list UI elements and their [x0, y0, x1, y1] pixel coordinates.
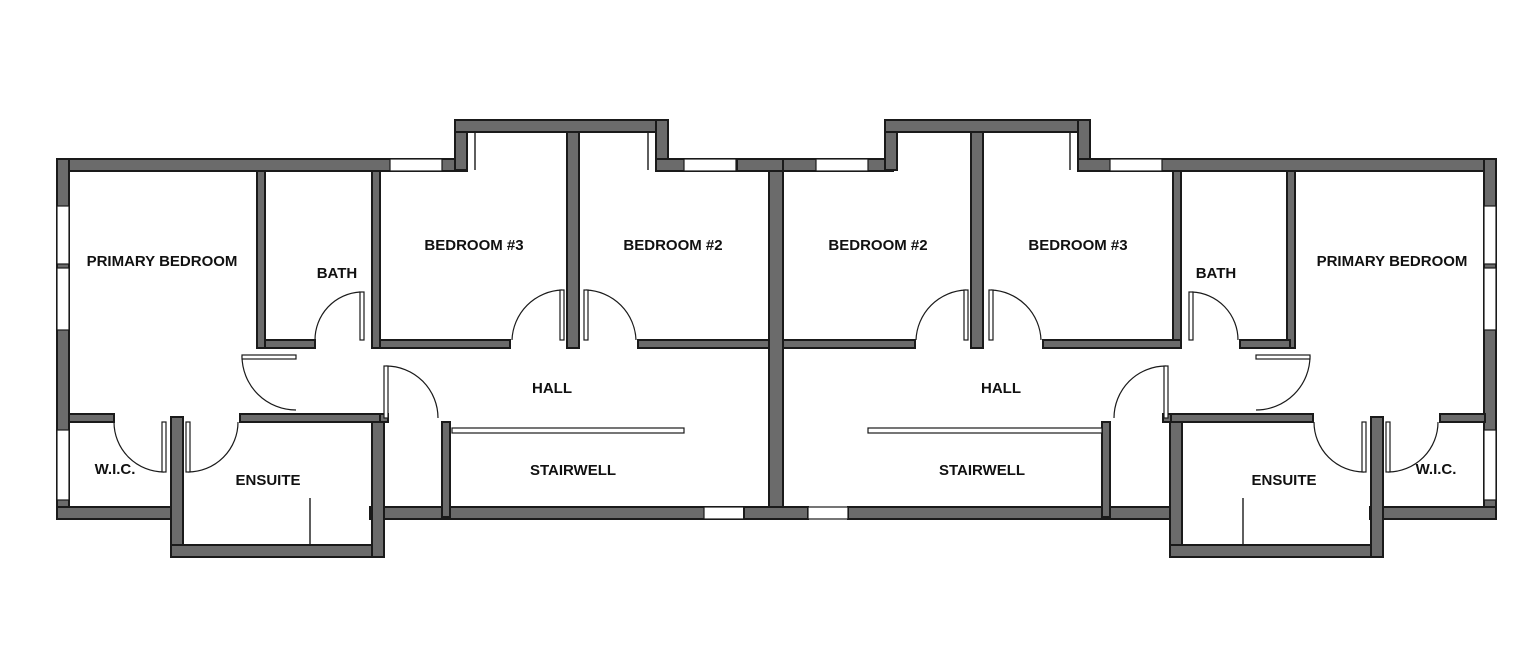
left-bath-window	[389, 158, 443, 172]
left-ensuite-door-swing	[187, 421, 239, 473]
right-wic-door-swing	[1387, 421, 1439, 473]
left-bedroom-3-label: BEDROOM #3	[424, 237, 523, 254]
right-bath-door-swing	[1191, 291, 1239, 341]
left-primary-door-leaf	[241, 354, 297, 360]
right-bed3-door-leaf	[988, 289, 994, 341]
right-primary-south-wall-a	[1167, 413, 1314, 423]
right-stair-rail	[867, 427, 1103, 434]
right-south-wall-a	[847, 506, 1183, 520]
right-primary-door-swing	[1255, 355, 1311, 411]
left-bedrooms-south-wall-a	[379, 339, 511, 349]
right-bath-south-wall	[1239, 339, 1291, 349]
left-bath-door-leaf	[359, 291, 365, 341]
right-stair-east-wall	[1101, 421, 1111, 518]
right-bedrooms-south-wall-a	[782, 339, 916, 349]
right-south-wall-b	[1369, 506, 1497, 520]
right-bed2-door-swing	[915, 289, 967, 341]
left-bath-west-wall	[256, 170, 266, 349]
right-east-window-lower	[1483, 267, 1497, 331]
left-wic-label: W.I.C.	[95, 461, 136, 478]
right-bedroom-2-label: BEDROOM #2	[828, 237, 927, 254]
right-bedroom-3-label: BEDROOM #3	[1028, 237, 1127, 254]
left-bedroom-2-label: BEDROOM #2	[623, 237, 722, 254]
left-ensuite-south-wall	[170, 544, 385, 558]
left-closet-door-leaf	[383, 365, 389, 419]
left-primary-south-wall-b	[239, 413, 386, 423]
left-ensuite-label: ENSUITE	[235, 472, 300, 489]
center-south-wall	[743, 506, 809, 520]
right-wic-label: W.I.C.	[1416, 461, 1457, 478]
left-unit	[56, 119, 782, 558]
right-wic-window	[1483, 429, 1497, 501]
left-bed3-door-swing	[511, 289, 563, 341]
right-closet-door-swing	[1113, 365, 1167, 419]
right-north-window-a	[815, 158, 869, 172]
left-bumpout-top-wall	[454, 119, 669, 133]
right-ensuite-west-wall	[1169, 416, 1183, 558]
right-stair-window	[807, 506, 849, 520]
right-wic-door-leaf	[1385, 421, 1391, 473]
left-primary-bedroom-label: PRIMARY BEDROOM	[87, 253, 238, 270]
right-bedrooms-south-wall-b	[1042, 339, 1182, 349]
right-stairwell-label: STAIRWELL	[939, 462, 1025, 479]
left-ensuite-east-wall	[371, 416, 385, 558]
left-ensuite-door-leaf	[185, 421, 191, 473]
left-bedrooms-south-wall-b	[637, 339, 774, 349]
right-ensuite-label: ENSUITE	[1251, 472, 1316, 489]
left-closet-door-swing	[385, 365, 439, 419]
party-wall	[768, 158, 784, 520]
right-ensuite-door-swing	[1313, 421, 1365, 473]
left-west-window-lower	[56, 267, 70, 331]
left-wic-door-swing	[113, 421, 165, 473]
right-primary-door-leaf	[1255, 354, 1311, 360]
left-stair-rail	[451, 427, 685, 434]
left-wic-door-leaf	[161, 421, 167, 473]
right-hall-label: HALL	[981, 380, 1021, 397]
left-stair-window	[703, 506, 745, 520]
left-bath-east-wall	[371, 170, 381, 349]
left-primary-south-wall-a	[68, 413, 115, 423]
right-ensuite-east-wall	[1370, 416, 1384, 558]
right-unit	[782, 119, 1497, 558]
left-bath-label: BATH	[317, 265, 358, 282]
right-ensuite-south-wall	[1169, 544, 1384, 558]
right-bedroom-divider	[970, 131, 984, 349]
right-bath-label: BATH	[1196, 265, 1237, 282]
right-bath-east-wall	[1286, 170, 1296, 349]
left-hall-label: HALL	[532, 380, 572, 397]
right-east-window-upper	[1483, 205, 1497, 265]
left-bed2-door-swing	[585, 289, 637, 341]
left-ensuite-west-wall	[170, 416, 184, 558]
left-bedroom-divider	[566, 131, 580, 349]
right-bath-door-leaf	[1188, 291, 1194, 341]
right-bumpout-top-wall	[884, 119, 1091, 133]
left-wic-window	[56, 429, 70, 501]
right-north-window-b	[1109, 158, 1163, 172]
left-bed2-window	[683, 158, 737, 172]
right-ensuite-door-leaf	[1361, 421, 1367, 473]
right-bed2-door-leaf	[963, 289, 969, 341]
right-bed3-door-swing	[990, 289, 1042, 341]
right-primary-south-wall-b	[1439, 413, 1486, 423]
right-closet-door-leaf	[1163, 365, 1169, 419]
left-stair-west-wall	[441, 421, 451, 518]
left-bath-door-swing	[314, 291, 361, 341]
right-primary-bedroom-label: PRIMARY BEDROOM	[1317, 253, 1468, 270]
right-bath-west-wall	[1172, 170, 1182, 349]
left-bed3-door-leaf	[559, 289, 565, 341]
left-bath-south-wall	[264, 339, 316, 349]
left-south-wall-a	[56, 506, 184, 520]
left-west-window-upper	[56, 205, 70, 265]
left-stairwell-label: STAIRWELL	[530, 462, 616, 479]
left-primary-door-swing	[241, 355, 297, 411]
left-bed2-door-leaf	[583, 289, 589, 341]
